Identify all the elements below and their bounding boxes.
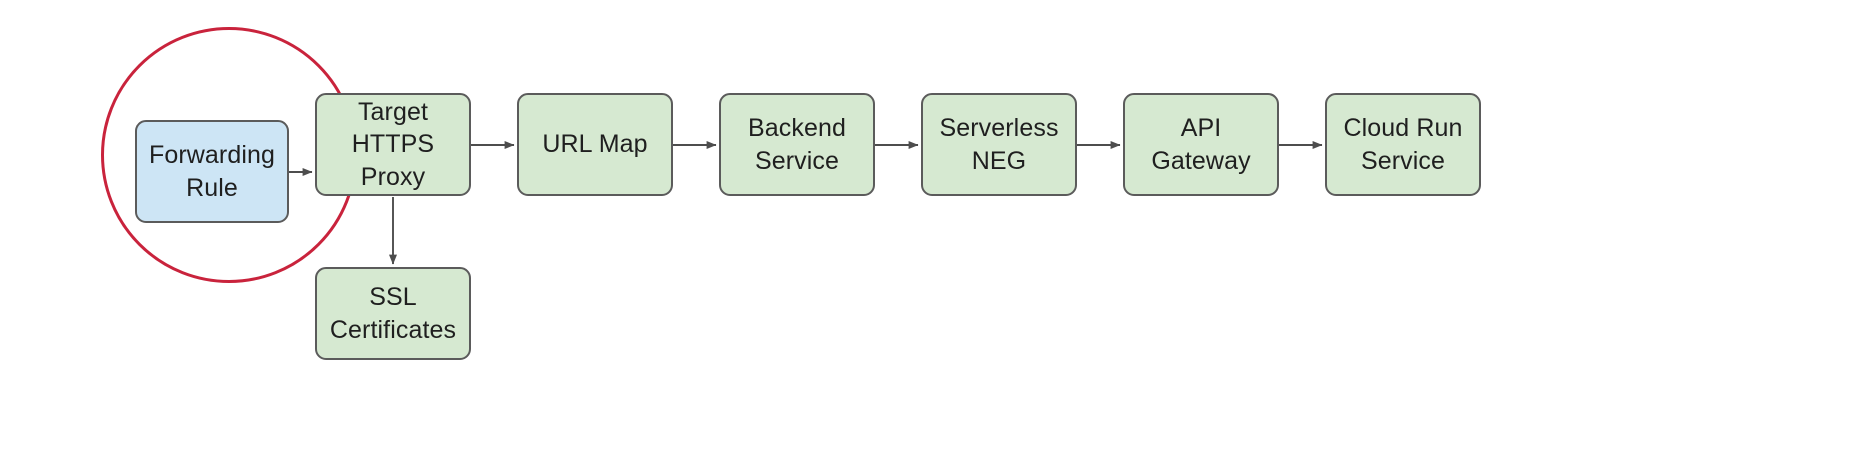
node-forwarding-rule-label: Forwarding Rule bbox=[148, 141, 276, 202]
node-serverless-neg-label: Serverless NEG bbox=[939, 114, 1059, 175]
node-backend-service[interactable]: Backend Service bbox=[719, 93, 875, 196]
node-url-map-label: URL Map bbox=[542, 130, 648, 159]
node-target-https-proxy-label: Target HTTPS Proxy bbox=[351, 97, 435, 191]
node-backend-service-label: Backend Service bbox=[748, 114, 846, 175]
node-cloud-run-service[interactable]: Cloud Run Service bbox=[1325, 93, 1481, 196]
node-target-https-proxy[interactable]: Target HTTPS Proxy bbox=[315, 93, 471, 196]
node-ssl-certificates-label: SSL Certificates bbox=[329, 283, 457, 344]
node-serverless-neg[interactable]: Serverless NEG bbox=[921, 93, 1077, 196]
node-api-gateway-label: API Gateway bbox=[1151, 114, 1251, 175]
node-forwarding-rule[interactable]: Forwarding Rule bbox=[135, 120, 289, 223]
node-url-map[interactable]: URL Map bbox=[517, 93, 673, 196]
node-api-gateway[interactable]: API Gateway bbox=[1123, 93, 1279, 196]
node-cloud-run-service-label: Cloud Run Service bbox=[1343, 114, 1463, 175]
node-ssl-certificates[interactable]: SSL Certificates bbox=[315, 267, 471, 360]
